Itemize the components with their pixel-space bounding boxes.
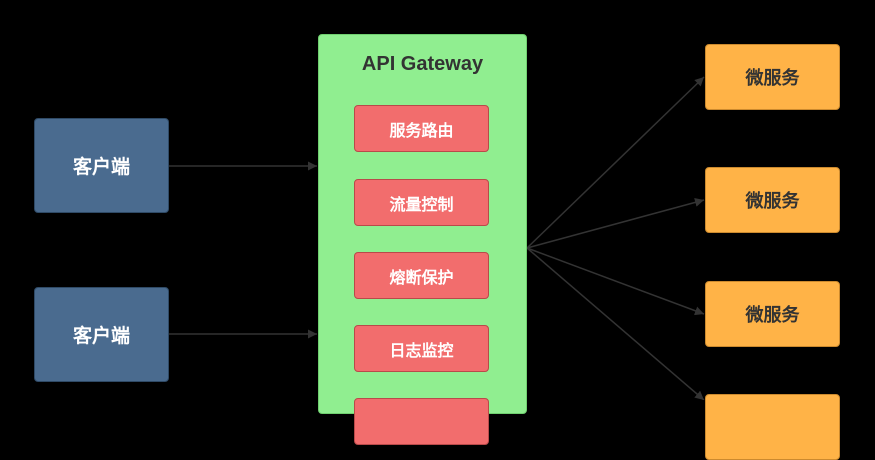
gateway-to-service-arrow-2 xyxy=(526,198,705,249)
microservice-node-partial xyxy=(705,394,840,460)
gateway-module-label: 服务路由 xyxy=(389,120,454,140)
client-node-label: 客户端 xyxy=(72,156,130,178)
microservice-node-label: 微服务 xyxy=(745,305,800,326)
architecture-diagram xyxy=(169,76,705,400)
gateway-module-circuit-breaker: 熔断保护 xyxy=(354,252,489,299)
gateway-to-service-arrow-1 xyxy=(526,76,705,249)
microservice-node-label: 微服务 xyxy=(745,68,800,89)
microservice-node: 微服务 xyxy=(705,167,840,233)
gateway-module-routing: 服务路由 xyxy=(354,105,489,152)
gateway-to-service-arrow-3 xyxy=(526,247,705,316)
api-gateway-title: API Gateway xyxy=(361,53,484,75)
gateway-module-traffic-control: 流量控制 xyxy=(354,179,489,226)
gateway-module-label: 日志监控 xyxy=(389,340,454,360)
gateway-module-label: 流量控制 xyxy=(389,194,454,214)
microservice-node: 微服务 xyxy=(705,281,840,347)
gateway-module-partial xyxy=(354,398,489,445)
microservice-node: 微服务 xyxy=(705,44,840,110)
gateway-module-label: 熔断保护 xyxy=(389,267,454,287)
client-node-label: 客户端 xyxy=(72,325,130,347)
gateway-module-log-monitoring: 日志监控 xyxy=(354,325,489,372)
microservice-node-label: 微服务 xyxy=(745,191,800,212)
gateway-to-service-arrow-4 xyxy=(526,247,705,400)
client-node: 客户端 xyxy=(34,118,169,213)
client-node: 客户端 xyxy=(34,287,169,382)
